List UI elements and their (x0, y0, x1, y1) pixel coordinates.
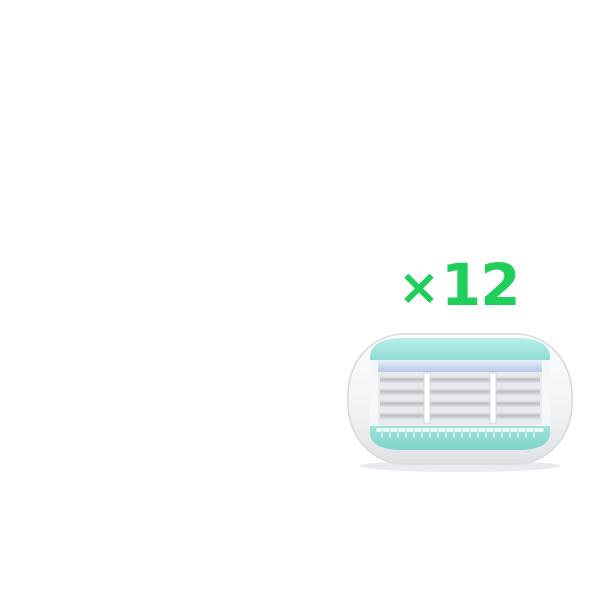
multiply-symbol: × (398, 258, 440, 316)
razor-cartridge-icon (347, 333, 573, 472)
quantity-number: 12 (440, 251, 521, 319)
quantity-label: × 12 (398, 252, 528, 318)
